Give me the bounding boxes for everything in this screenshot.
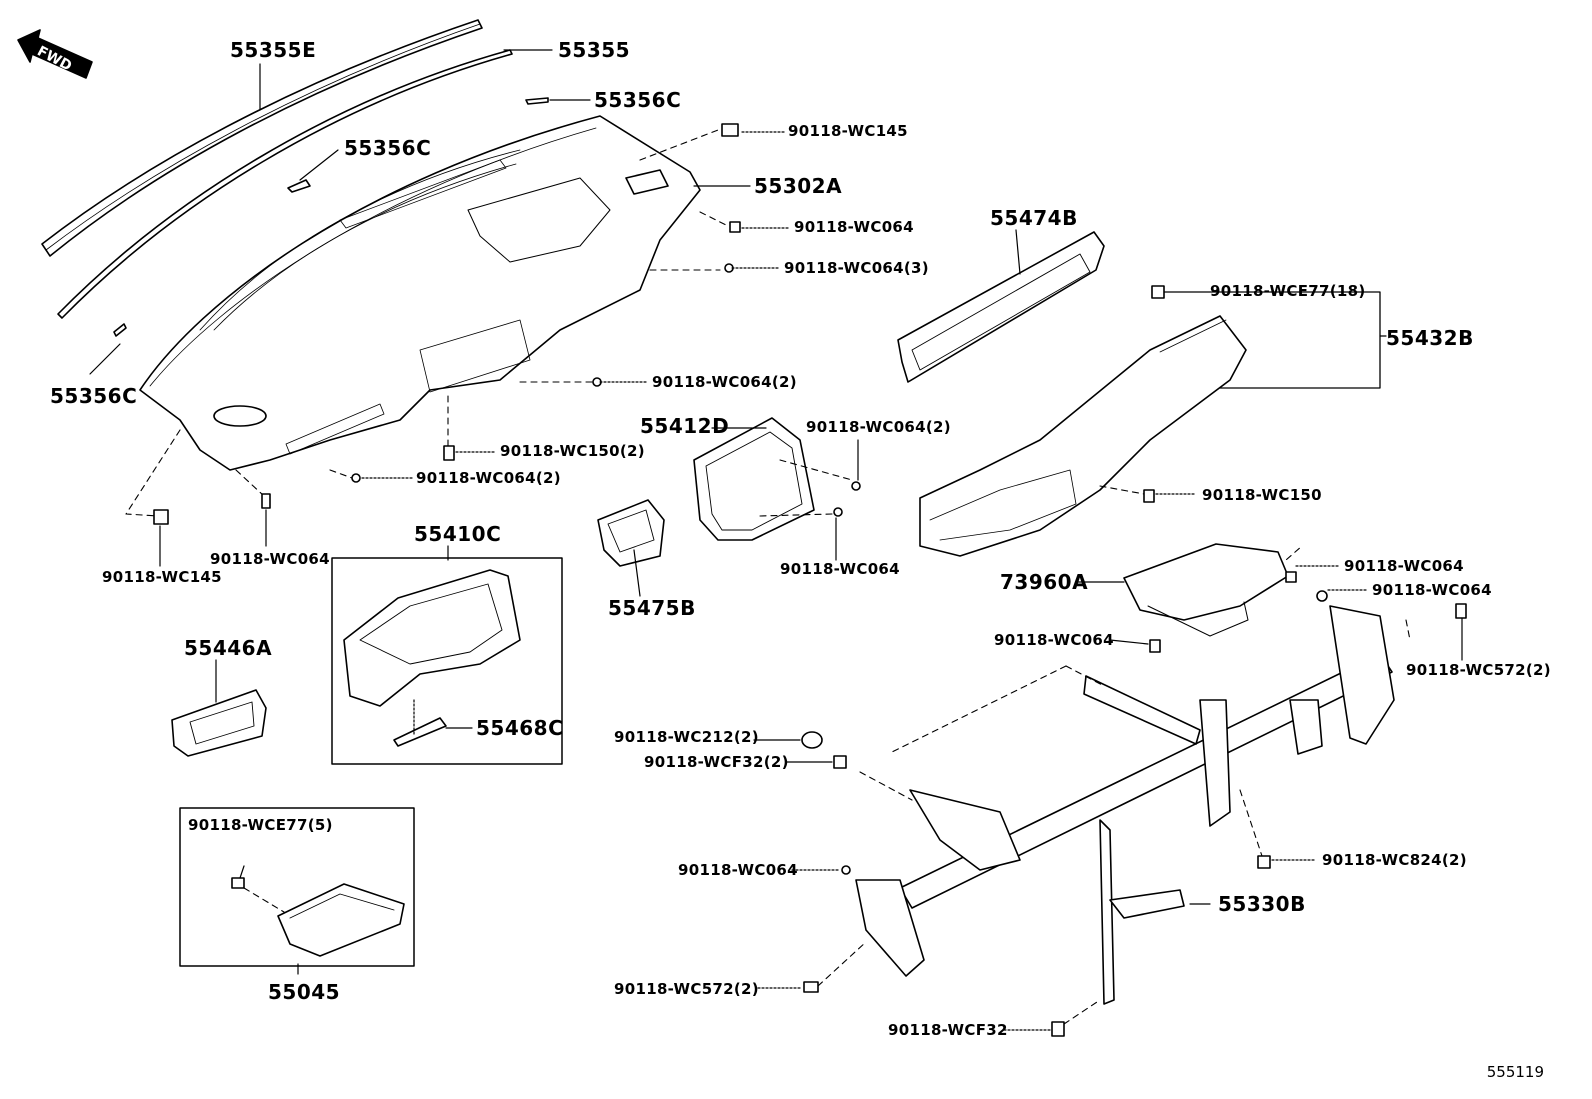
leader-lines — [89, 49, 1463, 1031]
reinforcement-55330B — [855, 605, 1395, 1005]
callout-90118-WC824-2[interactable]: 90118-WC824(2) — [1322, 851, 1467, 869]
callout-55330B[interactable]: 55330B — [1218, 892, 1306, 916]
callout-90118-WC150[interactable]: 90118-WC150 — [1202, 486, 1322, 504]
box-55410C — [331, 557, 563, 765]
callout-90118-WC064-2c[interactable]: 90118-WC064(2) — [806, 418, 951, 436]
clip-55356C-top — [525, 97, 549, 105]
callout-90118-WC572-low[interactable]: 90118-WC572(2) — [614, 980, 759, 998]
fastener-wc572-low — [803, 981, 819, 993]
dashed-leaders-55412D — [759, 459, 853, 517]
callout-55432B[interactable]: 55432B — [1386, 326, 1474, 350]
callout-90118-WC064-mid[interactable]: 90118-WC064 — [780, 560, 900, 578]
fastener-wc064-r2 — [1316, 590, 1328, 602]
fastener-wc064-2c — [851, 481, 861, 491]
callout-55356C-left[interactable]: 55356C — [50, 384, 138, 408]
callout-55446A[interactable]: 55446A — [184, 636, 273, 660]
box-55045 — [179, 807, 415, 967]
vent-panel-55474B — [897, 231, 1105, 383]
fastener-wce77-5 — [231, 877, 245, 889]
callout-55474B[interactable]: 55474B — [990, 206, 1078, 230]
instrument-panel-55302A — [139, 115, 701, 471]
callout-90118-WCE77-5[interactable]: 90118-WCE77(5) — [188, 816, 333, 834]
callout-90118-WC064-3[interactable]: 90118-WC064(3) — [784, 259, 929, 277]
callout-90118-WC064-r2[interactable]: 90118-WC064 — [1372, 581, 1492, 599]
callout-90118-WCF32[interactable]: 90118-WCF32 — [888, 1021, 1008, 1039]
callout-90118-WC145-left[interactable]: 90118-WC145 — [102, 568, 222, 586]
fastener-wc824 — [1257, 855, 1271, 869]
molding-55355E — [41, 19, 483, 257]
bracket-55432B — [1159, 291, 1381, 389]
fastener-wcf32-2 — [833, 755, 847, 769]
trim-55468C — [393, 717, 447, 747]
fastener-wce77-18 — [1151, 285, 1165, 299]
callout-55468C[interactable]: 55468C — [476, 716, 564, 740]
cover-55045 — [277, 883, 405, 957]
callout-90118-WC064-r1[interactable]: 90118-WC064 — [1344, 557, 1464, 575]
callout-90118-WC064-glove[interactable]: 90118-WC064 — [994, 631, 1114, 649]
callout-55356C-top[interactable]: 55356C — [594, 88, 682, 112]
callout-90118-WCF32-2[interactable]: 90118-WCF32(2) — [644, 753, 789, 771]
fastener-wc572-r — [1455, 603, 1467, 619]
lower-panel-55432B — [919, 315, 1247, 557]
callout-90118-WC150-2[interactable]: 90118-WC150(2) — [500, 442, 645, 460]
callout-90118-WC064-a[interactable]: 90118-WC064 — [794, 218, 914, 236]
fastener-wc064-low — [841, 865, 851, 875]
fastener-wc064-r1 — [1285, 571, 1297, 583]
callout-55302A[interactable]: 55302A — [754, 174, 843, 198]
callout-55045[interactable]: 55045 — [268, 980, 341, 1004]
fastener-wc064-glove — [1149, 639, 1161, 653]
callout-90118-WC064-2a[interactable]: 90118-WC064(2) — [652, 373, 797, 391]
callout-90118-WC212-2[interactable]: 90118-WC212(2) — [614, 728, 759, 746]
switch-55446A — [171, 689, 267, 757]
callout-55355[interactable]: 55355 — [558, 38, 631, 62]
fasteners-top — [153, 123, 741, 525]
callout-90118-WC064-2b[interactable]: 90118-WC064(2) — [416, 469, 561, 487]
clip-55356C-left — [113, 323, 127, 337]
fastener-wc150 — [1143, 489, 1155, 503]
fwd-arrow-icon — [17, 29, 93, 79]
callout-55410C[interactable]: 55410C — [414, 522, 502, 546]
callout-90118-WC064-left[interactable]: 90118-WC064 — [210, 550, 330, 568]
callout-73960A[interactable]: 73960A — [1000, 570, 1089, 594]
glove-box-73960A — [1123, 543, 1289, 637]
meter-hood-55410C — [343, 569, 521, 707]
fastener-wcf32 — [1051, 1021, 1065, 1037]
grommet-wc212 — [801, 731, 823, 749]
callout-90118-WCE77-18[interactable]: 90118-WCE77(18) — [1210, 282, 1366, 300]
callout-55356C-mid[interactable]: 55356C — [344, 136, 432, 160]
callout-90118-WC064-low[interactable]: 90118-WC064 — [678, 861, 798, 879]
clip-55356C-mid — [287, 179, 311, 193]
molding-55355 — [57, 49, 513, 319]
dashed-leaders-beam — [817, 619, 1411, 1025]
callout-90118-WC572-r[interactable]: 90118-WC572(2) — [1406, 661, 1551, 679]
diagram-code: 555119 — [1486, 1063, 1544, 1081]
fastener-wc064-mid — [833, 507, 843, 517]
callout-55355E[interactable]: 55355E — [230, 38, 317, 62]
dashed-leaders-top — [125, 129, 729, 517]
bezel-55475B — [597, 499, 665, 567]
callout-55475B[interactable]: 55475B — [608, 596, 696, 620]
callout-55412D[interactable]: 55412D — [640, 414, 730, 438]
dashed-leaders-right — [1099, 291, 1303, 575]
dashed-leader-55045 — [243, 887, 285, 913]
frame-55412D — [693, 417, 815, 541]
callout-90118-WC145-top[interactable]: 90118-WC145 — [788, 122, 908, 140]
